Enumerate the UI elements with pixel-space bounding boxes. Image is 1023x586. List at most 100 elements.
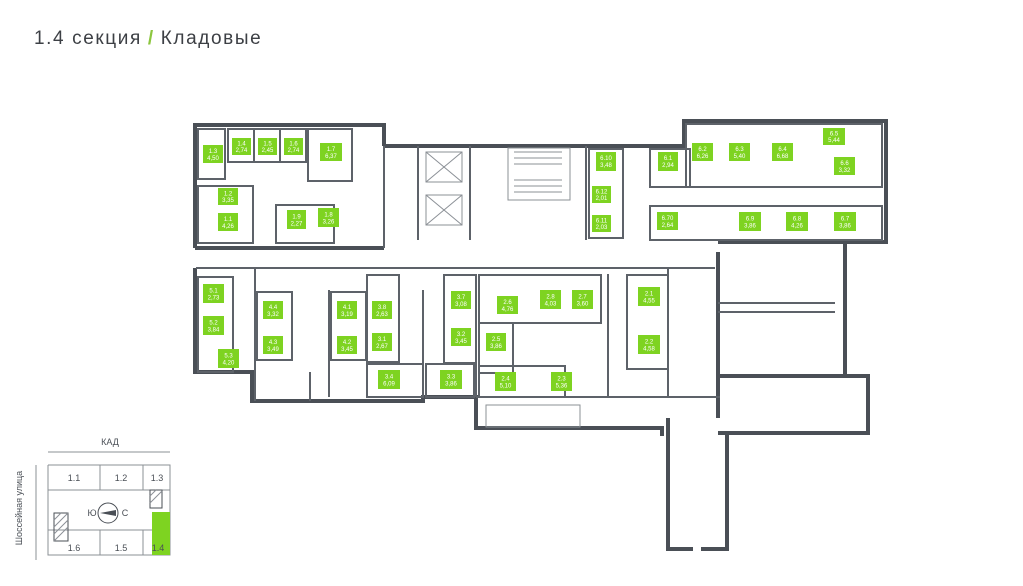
svg-text:5,44: 5,44 (828, 138, 840, 144)
section-label: 1.4 (152, 543, 165, 553)
storage-unit[interactable]: 2.53,86 (486, 333, 506, 351)
svg-text:6.4: 6.4 (778, 147, 787, 153)
storage-unit[interactable]: 4.33,49 (263, 336, 283, 354)
storage-unit[interactable]: 6.35,40 (729, 143, 750, 161)
storage-unit[interactable]: 6.93,86 (739, 212, 761, 231)
svg-text:4,58: 4,58 (643, 347, 655, 353)
svg-text:1.9: 1.9 (292, 215, 301, 221)
svg-text:5.1: 5.1 (209, 289, 218, 295)
storage-unit[interactable]: 2.45,10 (495, 372, 516, 391)
street-label-left: Шоссейная улица (14, 471, 24, 545)
svg-text:2.8: 2.8 (546, 295, 555, 301)
svg-text:3,49: 3,49 (267, 347, 279, 353)
storage-unit[interactable]: 1.62,74 (284, 138, 303, 155)
svg-text:3,45: 3,45 (341, 347, 353, 353)
svg-text:6.2: 6.2 (698, 147, 707, 153)
svg-text:2.6: 2.6 (503, 300, 512, 306)
svg-text:1.4: 1.4 (237, 142, 246, 148)
storage-unit[interactable]: 3.12,67 (372, 333, 392, 351)
svg-text:3,26: 3,26 (323, 220, 335, 226)
svg-text:6.70: 6.70 (662, 216, 674, 222)
storage-unit[interactable]: 5.12,73 (203, 284, 224, 303)
svg-text:1.5: 1.5 (263, 142, 272, 148)
storage-unit[interactable]: 6.12,94 (658, 152, 678, 171)
storage-unit[interactable]: 4.23,45 (337, 336, 357, 354)
svg-text:1.8: 1.8 (324, 213, 333, 219)
page-subtitle: Кладовые (160, 28, 263, 49)
title-separator: / (147, 28, 155, 49)
storage-unit[interactable]: 3.33,86 (440, 370, 462, 389)
storage-unit[interactable]: 1.23,35 (218, 188, 238, 205)
storage-unit[interactable]: 6.63,32 (834, 157, 855, 175)
storage-unit[interactable]: 3.73,08 (451, 291, 471, 309)
storage-unit[interactable]: 6.702,64 (657, 212, 678, 230)
section-1-4-highlight (152, 512, 170, 555)
site-minimap: КАД Шоссейная улица 1.1 1.2 1.3 1.6 1.5 … (14, 437, 171, 560)
storage-unit[interactable]: 6.122,01 (592, 186, 611, 203)
svg-text:2,03: 2,03 (596, 225, 608, 231)
svg-text:6.5: 6.5 (830, 132, 839, 138)
svg-text:2,73: 2,73 (208, 296, 220, 302)
svg-text:5,40: 5,40 (734, 154, 746, 160)
storage-unit[interactable]: 2.14,55 (638, 287, 660, 306)
svg-text:6.9: 6.9 (746, 217, 755, 223)
svg-text:1.7: 1.7 (327, 147, 336, 153)
svg-text:3.4: 3.4 (385, 375, 394, 381)
storage-unit[interactable]: 3.23,45 (451, 328, 471, 346)
building-walls (193, 119, 888, 551)
svg-text:3,32: 3,32 (267, 312, 279, 318)
svg-text:3.7: 3.7 (457, 295, 466, 301)
storage-unit[interactable]: 1.14,26 (218, 213, 238, 231)
storage-unit[interactable]: 4.43,32 (263, 301, 283, 319)
svg-text:3,08: 3,08 (455, 302, 467, 308)
storage-unit[interactable]: 1.92,27 (287, 210, 306, 229)
svg-text:5.2: 5.2 (209, 321, 218, 327)
storage-unit[interactable]: 2.64,76 (497, 296, 518, 314)
storage-unit[interactable]: 1.52,45 (258, 138, 277, 155)
svg-text:2.5: 2.5 (492, 337, 501, 343)
storage-unit[interactable]: 3.82,63 (372, 301, 392, 319)
storage-unit[interactable]: 1.76,37 (320, 143, 342, 161)
storage-unit[interactable]: 2.84,03 (540, 290, 561, 309)
svg-text:4.1: 4.1 (343, 305, 352, 311)
svg-text:1.6: 1.6 (289, 142, 298, 148)
svg-text:2.1: 2.1 (645, 292, 654, 298)
svg-text:5,36: 5,36 (556, 384, 568, 390)
svg-text:3,86: 3,86 (490, 344, 502, 350)
svg-text:2,64: 2,64 (662, 223, 674, 229)
storage-unit[interactable]: 1.42,74 (232, 138, 251, 155)
storage-unit[interactable]: 6.46,68 (772, 143, 793, 161)
storage-unit[interactable]: 2.35,36 (551, 372, 572, 391)
storage-unit[interactable]: 6.55,44 (823, 128, 845, 145)
svg-text:6.6: 6.6 (840, 161, 849, 167)
svg-text:3,19: 3,19 (341, 312, 353, 318)
svg-text:3,45: 3,45 (455, 339, 467, 345)
storage-unit[interactable]: 2.24,58 (638, 335, 660, 354)
storage-unit[interactable]: 5.23,84 (203, 316, 224, 335)
storage-unit[interactable]: 6.103,48 (596, 152, 616, 171)
svg-text:6,37: 6,37 (325, 154, 337, 160)
storage-unit[interactable]: 1.34,50 (203, 145, 223, 163)
section-name: 1.4 секция (34, 28, 142, 49)
storage-unit[interactable]: 2.73,60 (572, 290, 593, 309)
svg-text:3.3: 3.3 (447, 375, 456, 381)
svg-text:6.7: 6.7 (841, 217, 850, 223)
svg-text:3,84: 3,84 (208, 328, 220, 334)
svg-text:2,74: 2,74 (236, 148, 248, 154)
storage-unit[interactable]: 6.112,03 (592, 215, 611, 232)
storage-unit[interactable]: 6.26,26 (692, 143, 713, 161)
svg-text:6.1: 6.1 (664, 156, 673, 162)
svg-text:2,74: 2,74 (288, 148, 300, 154)
storage-unit[interactable]: 5.34,20 (218, 349, 239, 368)
svg-text:1.2: 1.2 (224, 192, 233, 198)
svg-text:3.8: 3.8 (378, 305, 387, 311)
storage-unit[interactable]: 4.13,19 (337, 301, 357, 319)
storage-unit[interactable]: 6.73,86 (834, 212, 856, 231)
svg-text:4,26: 4,26 (222, 224, 234, 230)
storage-unit[interactable]: 6.84,26 (786, 212, 808, 231)
compass-icon (97, 502, 119, 524)
svg-text:3,86: 3,86 (744, 224, 756, 230)
storage-unit[interactable]: 3.46,09 (378, 370, 400, 389)
storage-unit[interactable]: 1.83,26 (318, 208, 339, 227)
svg-text:2.2: 2.2 (645, 340, 654, 346)
